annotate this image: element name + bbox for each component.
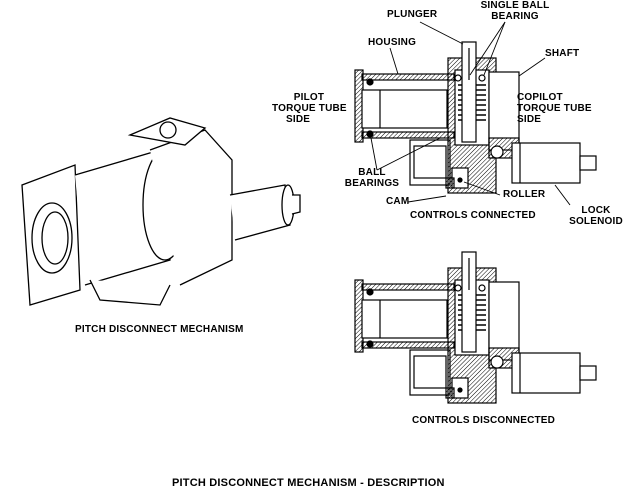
roller-label: ROLLER <box>503 189 546 200</box>
pilot-label-line3: SIDE <box>286 114 311 125</box>
pilot-label-line2: TORQUE TUBE <box>272 103 347 114</box>
single-ball-bearing-label: SINGLE BALL BEARING <box>478 0 552 22</box>
ball-bearings-label: BALL BEARINGS <box>340 167 404 189</box>
controls-connected-caption: CONTROLS CONNECTED <box>410 210 536 221</box>
ball-bearings-label-line2: BEARINGS <box>344 178 400 189</box>
figure-title: PITCH DISCONNECT MECHANISM - DESCRIPTION <box>172 477 445 489</box>
single-ball-bearing-label-line1: SINGLE BALL <box>480 0 550 11</box>
copilot-torque-tube-side-label: COPILOT TORQUE TUBE SIDE <box>517 92 592 125</box>
ball-bearings-label-line1: BALL <box>358 167 386 178</box>
leader-lines <box>370 21 571 206</box>
pilot-label-line1: PILOT <box>293 92 325 103</box>
copilot-label-line2: TORQUE TUBE <box>517 103 592 114</box>
controls-disconnected-caption: CONTROLS DISCONNECTED <box>412 415 556 426</box>
plunger-label: PLUNGER <box>387 9 438 20</box>
pitch-disconnect-mechanism-isometric <box>21 117 301 306</box>
cam-label: CAM <box>386 196 410 207</box>
housing-label: HOUSING <box>368 37 417 48</box>
copilot-label-line1: COPILOT <box>517 92 563 103</box>
pitch-disconnect-mechanism-caption: PITCH DISCONNECT MECHANISM <box>75 324 244 335</box>
shaft-label: SHAFT <box>545 48 580 59</box>
single-ball-bearing-label-line2: BEARING <box>491 11 539 22</box>
controls-disconnected-section <box>354 251 597 404</box>
lock-solenoid-label-line1: LOCK <box>581 205 611 216</box>
pilot-torque-tube-side-label: PILOT TORQUE TUBE SIDE <box>272 92 347 125</box>
copilot-label-line3: SIDE <box>517 114 542 125</box>
lock-solenoid-label: LOCK SOLENOID <box>566 205 626 227</box>
lock-solenoid-label-line2: SOLENOID <box>569 216 623 227</box>
